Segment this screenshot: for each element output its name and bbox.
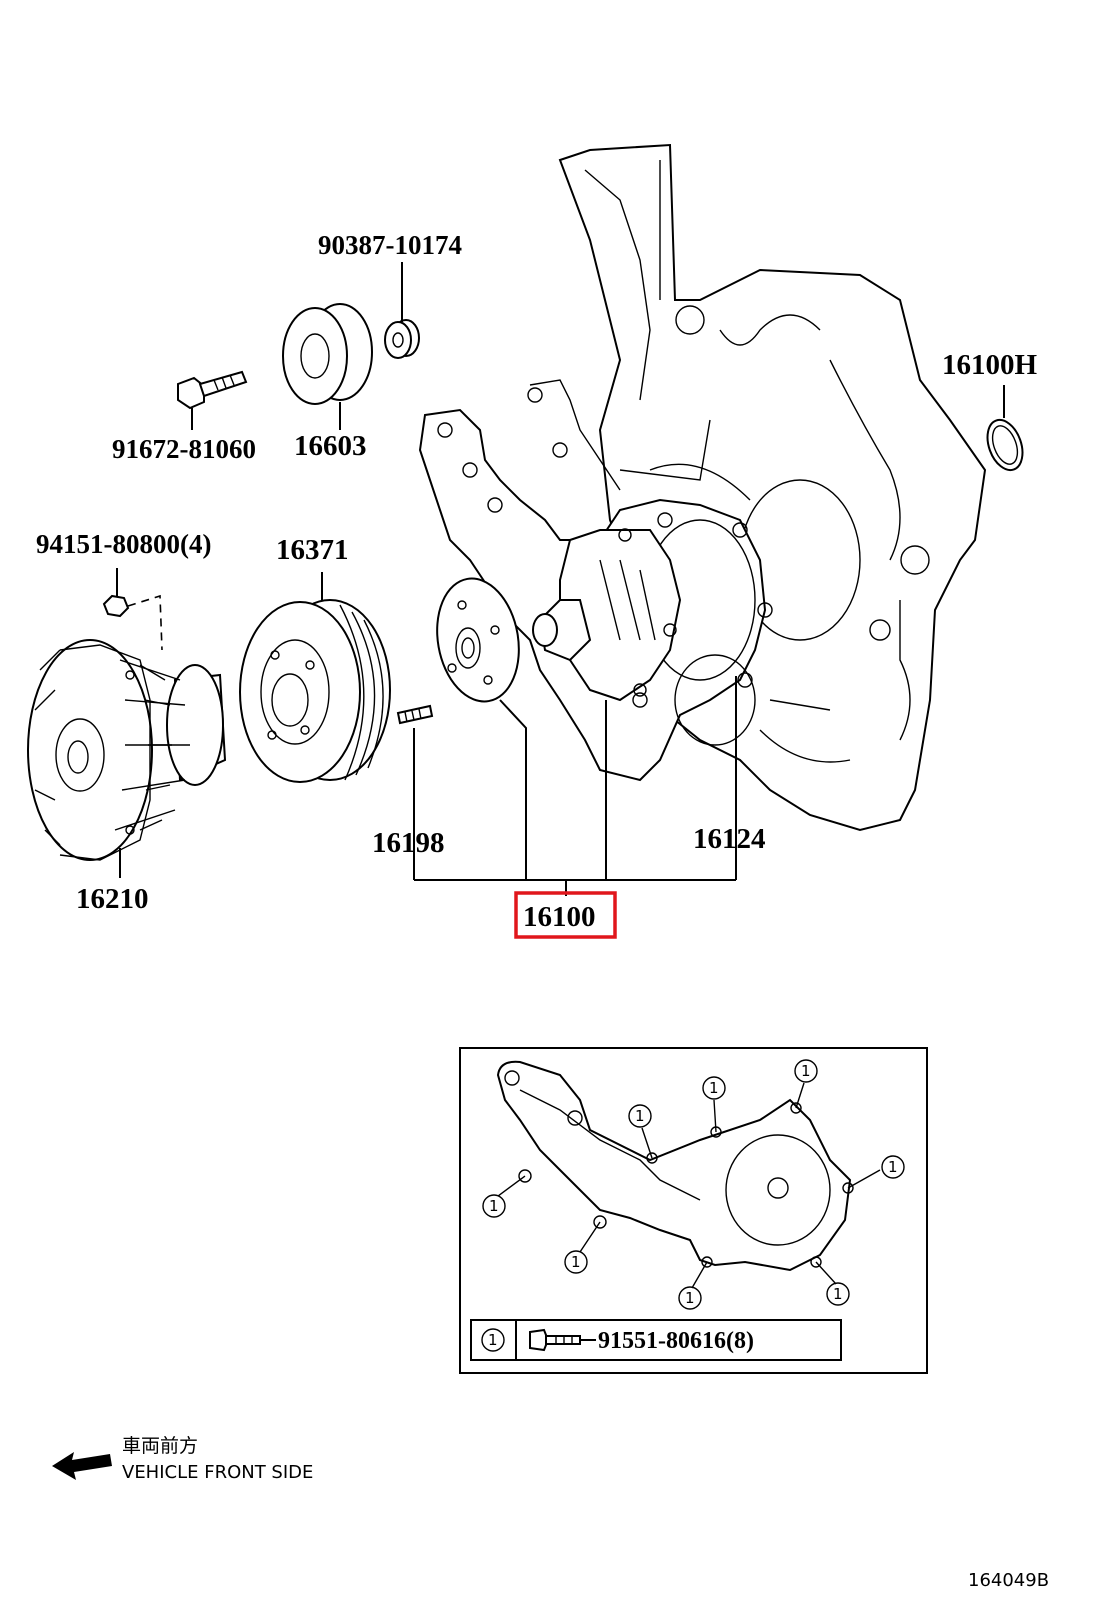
marker-1-g: 1	[564, 1250, 588, 1274]
label-inset-bolt: 91551-80616(8)	[598, 1328, 754, 1354]
water-pump-drawing	[418, 379, 773, 782]
svg-text:1: 1	[709, 1079, 719, 1097]
svg-text:1: 1	[801, 1062, 811, 1080]
label-fan-nut: 94151-80800(4)	[36, 529, 211, 559]
timing-cover-seal-drawing	[986, 385, 1024, 472]
bolt-location-inset: 1 1 1 1 1 1 1 1	[459, 1047, 928, 1374]
label-idler-bolt: 91672-81060	[112, 434, 256, 464]
fluid-coupling-drawing	[27, 639, 227, 878]
vehicle-front-indicator: 車両前方 VEHICLE FRONT SIDE	[52, 1435, 313, 1483]
label-water-pump-assy[interactable]: 16100	[523, 901, 596, 933]
label-timing-cover-seal: 16100H	[942, 349, 1038, 381]
marker-1-a: 1	[628, 1104, 652, 1128]
svg-text:1: 1	[488, 1331, 498, 1349]
svg-text:1: 1	[489, 1197, 499, 1215]
label-idler-collar: 90387-10174	[318, 230, 462, 260]
figure-code: 164049B	[968, 1570, 1049, 1591]
legend-bolt-icon	[529, 1328, 581, 1352]
legend-marker: 1	[481, 1328, 505, 1352]
fan-nut-drawing	[102, 568, 163, 651]
collar-drawing	[384, 262, 420, 359]
assembly-leader-lines	[413, 676, 737, 896]
idler-bolt-drawing	[177, 370, 248, 430]
svg-text:1: 1	[685, 1289, 695, 1307]
label-stud: 16198	[372, 827, 445, 859]
label-pump-gasket: 16124	[693, 823, 766, 855]
marker-1-h: 1	[482, 1194, 506, 1218]
svg-text:1: 1	[571, 1253, 581, 1271]
label-idler-pulley: 16603	[294, 430, 367, 462]
direction-japanese: 車両前方	[122, 1435, 198, 1457]
label-fan-pulley: 16371	[276, 534, 349, 566]
marker-1-c: 1	[794, 1059, 818, 1083]
fan-pulley-drawing	[239, 572, 391, 783]
stud-drawing	[396, 704, 434, 725]
marker-1-d: 1	[881, 1155, 905, 1179]
pump-hub-flange-drawing	[436, 577, 520, 703]
idler-pulley-drawing	[282, 303, 373, 430]
arrow-left-icon	[52, 1452, 112, 1480]
label-fluid-coupling: 16210	[76, 883, 149, 915]
marker-1-f: 1	[678, 1286, 702, 1310]
svg-text:1: 1	[888, 1158, 898, 1176]
marker-1-e: 1	[826, 1282, 850, 1306]
marker-1-b: 1	[702, 1076, 726, 1100]
svg-text:1: 1	[833, 1285, 843, 1303]
svg-text:1: 1	[635, 1107, 645, 1125]
highlight-box	[514, 891, 617, 939]
direction-english: VEHICLE FRONT SIDE	[122, 1462, 313, 1483]
